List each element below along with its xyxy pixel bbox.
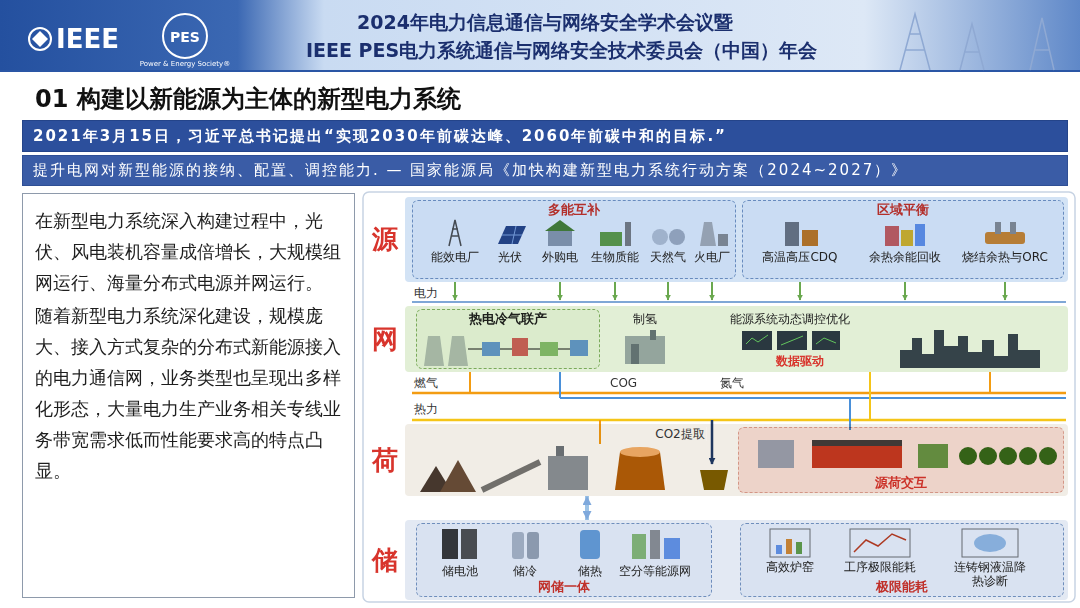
layer-band: 源多能互补区域平衡	[405, 197, 1068, 282]
supply-arrows	[614, 282, 616, 300]
flow-label: 氮气	[718, 376, 746, 390]
item-caption: 余热余能回收	[869, 250, 941, 264]
header-banner	[0, 70, 1080, 72]
ieee-logo-symbol	[32, 31, 48, 47]
item-caption: 工序极限能耗	[844, 560, 916, 574]
item-caption: 制氢	[633, 312, 657, 326]
layer-label: 源	[370, 225, 400, 254]
group-box: 源荷交互	[738, 427, 1064, 493]
group-box: 热电冷气联产	[416, 309, 600, 369]
item-caption: 连铸钢液温降热诊断	[952, 560, 1028, 588]
group-title: 区域平衡	[743, 203, 1063, 217]
pes-logo-symbol	[163, 14, 207, 58]
item-caption: 烧结余热与ORC	[962, 250, 1048, 264]
diagram-frame	[363, 192, 1075, 602]
item-caption: 天然气	[650, 250, 686, 264]
supply-arrows	[1004, 282, 1006, 300]
supply-arrows	[799, 282, 801, 300]
flow-label: 电力	[412, 286, 440, 300]
header-banner	[0, 0, 1080, 72]
item-caption: 火电厂	[694, 250, 730, 264]
flow-lines	[869, 372, 871, 420]
flow-lines	[412, 419, 1066, 422]
header-banner	[900, 14, 1054, 70]
item-caption: 外购电	[542, 250, 578, 264]
item-caption: 高效炉窑	[766, 560, 814, 574]
conference-title: IEEE PES电力系统通信与网络安全技术委员会（中国）年会	[306, 38, 817, 62]
group-box: 区域平衡	[742, 200, 1064, 279]
banner-text: 提升电网对新型能源的接纳、配置、调控能力. — 国家能源局《加快构建新型电力系统…	[23, 156, 1067, 185]
item-caption: 储电池	[442, 564, 478, 578]
layer-label: 网	[370, 325, 400, 354]
item-caption: 光伏	[498, 250, 522, 264]
item-caption: 储热	[578, 564, 602, 578]
flow-lines	[989, 372, 991, 393]
item-caption: 能源系统动态调控优化	[730, 312, 850, 326]
supply-arrows	[455, 282, 1005, 300]
group-box: 多能互补	[412, 200, 736, 279]
logo-text: PES	[170, 28, 200, 46]
banner-bar: 2021年3月15日，习近平总书记提出“实现2030年前碳达峰、2060年前碳中…	[22, 120, 1068, 152]
ieee-logo-symbol	[29, 28, 51, 50]
group-title: 网储一体	[417, 580, 711, 594]
supply-arrows	[667, 282, 669, 300]
flow-lines	[412, 392, 1066, 395]
flow-lines	[469, 372, 471, 393]
flow-label: 燃气	[412, 376, 440, 390]
flow-label: COG	[608, 376, 639, 390]
header-banner	[0, 0, 1080, 72]
supply-arrows	[454, 282, 456, 300]
diagram-frame	[363, 192, 1075, 602]
ieee-logo-symbol	[29, 28, 51, 50]
logo-text: IEEE	[56, 24, 119, 54]
flow-lines	[559, 372, 561, 398]
group-box: 网储一体	[416, 523, 712, 597]
item-caption: 高温高压CDQ	[762, 250, 837, 264]
supply-arrows	[559, 282, 561, 300]
conference-title: 2024年电力信息通信与网络安全学术会议暨	[357, 10, 733, 34]
text-panel: 在新型电力系统深入构建过程中，光伏、风电装机容量成倍增长，大规模组网运行、海量分…	[22, 193, 355, 598]
banner-bar: 提升电网对新型能源的接纳、配置、调控能力. — 国家能源局《加快构建新型电力系统…	[22, 155, 1068, 186]
item-caption: 生物质能	[591, 250, 639, 264]
section-title: 01 构建以新能源为主体的新型电力系统	[35, 84, 461, 114]
flow-label: 热力	[412, 402, 440, 416]
item-caption: 储冷	[513, 564, 537, 578]
layer-band: 荷源荷交互	[405, 424, 1068, 496]
layer-label: 储	[370, 546, 400, 575]
flow-arrow	[585, 496, 589, 520]
supply-arrows	[904, 282, 906, 300]
banner-text: 2021年3月15日，习近平总书记提出“实现2030年前碳达峰、2060年前碳中…	[23, 121, 1067, 151]
item-caption: 能效电厂	[431, 250, 479, 264]
group-title: 热电冷气联产	[417, 312, 599, 326]
paragraph: 随着新型电力系统深化建设，规模庞大、接入方式复杂的分布式新能源接入的电力通信网，…	[35, 301, 344, 487]
layer-label: 荷	[370, 446, 400, 475]
pes-logo-symbol	[163, 14, 207, 58]
group-title: 多能互补	[413, 203, 735, 217]
highlight-label: 数据驱动	[776, 354, 824, 368]
item-caption: 空分等能源网	[619, 564, 691, 578]
logo-subtitle: Power & Energy Society®	[140, 60, 231, 69]
supply-arrows	[711, 282, 713, 300]
flow-lines	[560, 397, 1066, 399]
flow-lines	[412, 301, 1066, 303]
flow-label: CO2提取	[653, 427, 706, 441]
paragraph: 在新型电力系统深入构建过程中，光伏、风电装机容量成倍增长，大规模组网运行、海量分…	[35, 206, 344, 299]
group-title: 极限能耗	[741, 580, 1063, 594]
group-title: 源荷交互	[739, 476, 1063, 490]
